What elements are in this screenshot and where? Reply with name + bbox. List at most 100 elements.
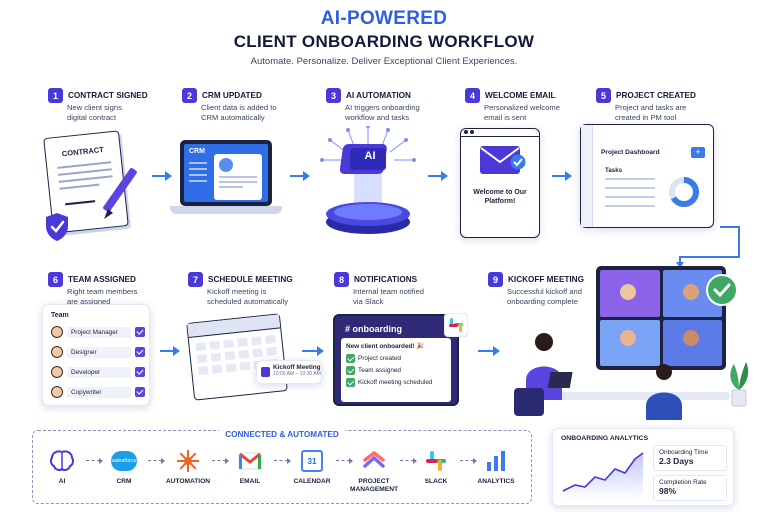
- step-5-desc: Project and tasks are created in PM tool: [615, 103, 687, 122]
- dashed-arrow: [400, 457, 417, 464]
- person-at-table: [646, 364, 682, 420]
- salesforce-icon: salesforce: [111, 448, 137, 474]
- analytics-line-chart: [562, 452, 644, 499]
- step-5-title: PROJECT CREATED: [616, 91, 696, 100]
- step-3-label: 3 AI AUTOMATION AI triggers onboarding w…: [326, 88, 427, 123]
- envelope-icon: [480, 146, 520, 174]
- dashed-arrow: [86, 457, 103, 464]
- arrow-8-9: [478, 346, 500, 356]
- ai-chip-label: AI: [364, 150, 376, 162]
- step-7-title: SCHEDULE MEETING: [208, 275, 293, 284]
- team-member-row: Project Manager: [51, 326, 145, 338]
- arrow-6-7: [160, 346, 180, 356]
- video-call-monitor: [596, 266, 726, 370]
- tasks-label: Tasks: [605, 167, 623, 174]
- arrow-4-5: [552, 171, 572, 181]
- step-3-desc: AI triggers onboarding workflow and task…: [345, 103, 420, 122]
- pen-icon: [103, 168, 137, 219]
- person-with-laptop: [514, 333, 573, 416]
- team-member-row: Developer: [51, 366, 145, 378]
- gmail-icon: [237, 448, 263, 474]
- connector-drop: [679, 256, 681, 264]
- plant-icon: [730, 362, 749, 407]
- step-7-number: 7: [188, 272, 203, 287]
- slack-item: Kickoff meeting scheduled: [346, 378, 446, 387]
- checkmark-icon: [346, 378, 355, 387]
- tool-label: AUTOMATION: [165, 478, 211, 485]
- title-line-1: AI-POWERED: [320, 8, 448, 29]
- calendar-icon: 31: [299, 448, 325, 474]
- tool-label: PROJECT MANAGEMENT: [350, 478, 398, 493]
- metric-label: Completion Rate: [659, 479, 707, 486]
- checkmark-icon: [135, 347, 145, 357]
- slack-badge-icon: [444, 313, 468, 337]
- step-8-title: NOTIFICATIONS: [354, 275, 418, 284]
- dashed-arrow: [212, 457, 229, 464]
- slack-item: Project created: [346, 354, 446, 363]
- shield-check-icon: [46, 213, 68, 241]
- metric-label: Onboarding Time: [659, 449, 709, 456]
- tool-label: EMAIL: [239, 478, 261, 485]
- step-2-number: 2: [182, 88, 197, 103]
- team-member-avatar: [51, 326, 63, 338]
- step-2-label: 2 CRM UPDATED Client data is added to CR…: [182, 88, 281, 123]
- crm-label: CRM: [189, 148, 205, 155]
- step-9-desc: Successful kickoff and onboarding comple…: [507, 287, 582, 306]
- team-member-avatar: [51, 366, 63, 378]
- crm-laptop-base: [170, 206, 282, 214]
- kickoff-event-time: 10:00 AM – 10:30 AM: [273, 371, 321, 377]
- clickup-icon: [361, 448, 387, 474]
- team-card: Team Project Manager Designer Developer …: [42, 304, 150, 406]
- calendar-event-icon: [261, 367, 270, 377]
- meeting-table: [540, 392, 730, 400]
- step-7-label: 7 SCHEDULE MEETING Kickoff meeting is sc…: [188, 272, 303, 307]
- kickoff-event-card: Kickoff Meeting 10:00 AM – 10:30 AM: [256, 360, 322, 384]
- arrow-3-4: [428, 171, 448, 181]
- tool-crm: salesforce CRM: [92, 448, 156, 486]
- step-3-number: 3: [326, 88, 341, 103]
- team-member-avatar: [51, 386, 63, 398]
- metric-value: 2.3 Days: [659, 456, 694, 466]
- step-6-number: 6: [48, 272, 63, 287]
- team-card-title: Team: [51, 312, 69, 319]
- step-1-number: 1: [48, 88, 63, 103]
- analytics-card: ONBOARDING ANALYTICS Onboarding Time 2.3…: [552, 428, 734, 506]
- metric-value: 98%: [659, 486, 677, 496]
- step-2-desc: Client data is added to CRM automaticall…: [201, 103, 277, 122]
- connector-horizontal: [720, 226, 740, 228]
- tool-label: CALENDAR: [293, 478, 331, 485]
- bar-chart-icon: [483, 448, 509, 474]
- tool-label: CRM: [116, 478, 132, 485]
- slack-channel: # onboarding: [345, 324, 402, 334]
- dashed-arrow: [336, 457, 353, 464]
- checkmark-icon: [135, 367, 145, 377]
- connected-title: CONNECTED & AUTOMATED: [219, 430, 345, 439]
- team-member-avatar: [51, 346, 63, 358]
- crm-laptop-screen: CRM: [180, 140, 272, 206]
- team-member-name: Copywriter: [67, 386, 131, 398]
- slack-notification-card: # onboarding New client onboarded! 🎉 Pro…: [333, 314, 459, 406]
- step-6-label: 6 TEAM ASSIGNED Right team members are a…: [48, 272, 147, 307]
- step-2-title: CRM UPDATED: [202, 91, 262, 100]
- project-dashboard-window: Project Dashboard + Tasks: [580, 124, 714, 228]
- brain-icon: [49, 448, 75, 474]
- slack-icon: [423, 448, 449, 474]
- analytics-title: ONBOARDING ANALYTICS: [561, 435, 649, 442]
- add-project-button[interactable]: +: [691, 147, 705, 158]
- connected-title-wrap: CONNECTED & AUTOMATED: [32, 424, 532, 442]
- checkmark-icon: [135, 387, 145, 397]
- automation-icon: [175, 448, 201, 474]
- dashed-arrow: [274, 457, 291, 464]
- welcome-email-window: Welcome to Our Platform!: [460, 128, 540, 238]
- step-5-label: 5 PROJECT CREATED Project and tasks are …: [596, 88, 696, 123]
- step-4-title: WELCOME EMAIL: [485, 91, 556, 100]
- contract-label: CONTRACT: [61, 144, 105, 159]
- title-line-2: CLIENT ONBOARDING WORKFLOW: [233, 32, 535, 51]
- step-8-number: 8: [334, 272, 349, 287]
- email-check-icon: [510, 154, 526, 170]
- kickoff-event-title: Kickoff Meeting: [273, 364, 321, 371]
- success-check-icon: [706, 274, 738, 306]
- ai-chip-illustration: [320, 126, 416, 234]
- dashed-arrow: [148, 457, 165, 464]
- team-member-name: Project Manager: [67, 326, 131, 338]
